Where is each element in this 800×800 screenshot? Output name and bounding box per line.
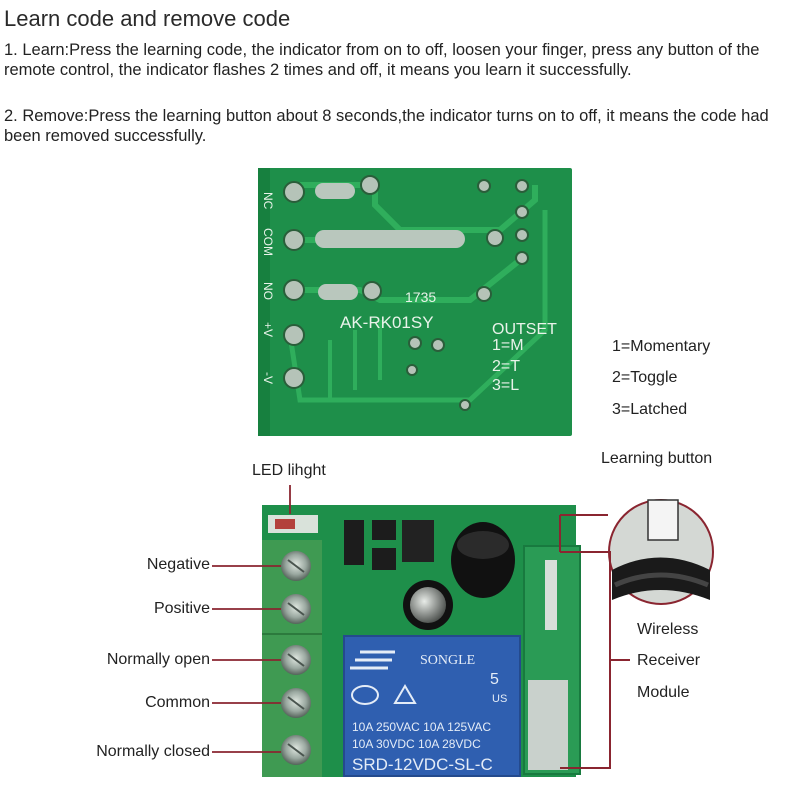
outset-2: 2=T [492,358,520,375]
label-wireless: Wireless [637,621,699,638]
board-model: AK-RK01SY [340,313,434,332]
label-normally-closed: Normally closed [96,743,210,760]
learning-button-callout [559,499,714,605]
label-led-light: LED lihght [252,462,326,479]
board-back-pcb: NC COM NO +V -V 1735 AK-RK01SY OUTSET 1=… [258,168,572,436]
relay-rating-1: 10A 250VAC 10A 125VAC [352,720,491,734]
relay-cert: US [492,693,507,705]
warning-mark-icon [393,684,417,704]
terminal-screws [281,551,311,765]
mode-latched: 3=Latched [612,401,688,418]
solder-strip [315,230,465,248]
label-learning-button: Learning button [601,450,713,467]
label-plus-v: +V [261,322,275,337]
label-receiver: Receiver [637,652,701,669]
outset-title: OUTSET [492,321,557,338]
label-minus-v: -V [261,372,275,384]
relay-num: 5 [490,671,499,688]
label-nc: NC [261,192,275,210]
label-no: NO [261,282,275,300]
label-negative: Negative [146,556,210,573]
mode-momentary: 1=Momentary [612,338,711,355]
page-title: Learn code and remove code [4,6,291,31]
terminal-leaders [212,485,291,753]
board-front-pcb [262,505,581,777]
label-normally-open: Normally open [106,651,210,668]
label-module: Module [637,684,690,701]
board-code: 1735 [405,289,436,305]
label-positive: Positive [153,600,210,617]
outset-1: 1=M [492,337,524,354]
mode-toggle: 2=Toggle [612,369,678,386]
relay-rating-2: 10A 30VDC 10A 28VDC [352,737,481,751]
ccc-mark-icon [351,685,379,705]
outset-3: 3=L [492,377,519,394]
label-com: COM [261,228,275,256]
module-bracket [560,551,630,769]
label-common: Common [145,694,210,711]
relay-model: SRD-12VDC-SL-C [352,755,493,774]
relay-brand: SONGLE [420,653,475,668]
relay-logo-icon [350,650,395,670]
learn-instructions: 1. Learn:Press the learning code, the in… [4,41,760,79]
remove-instructions: 2. Remove:Press the learning button abou… [4,107,769,145]
